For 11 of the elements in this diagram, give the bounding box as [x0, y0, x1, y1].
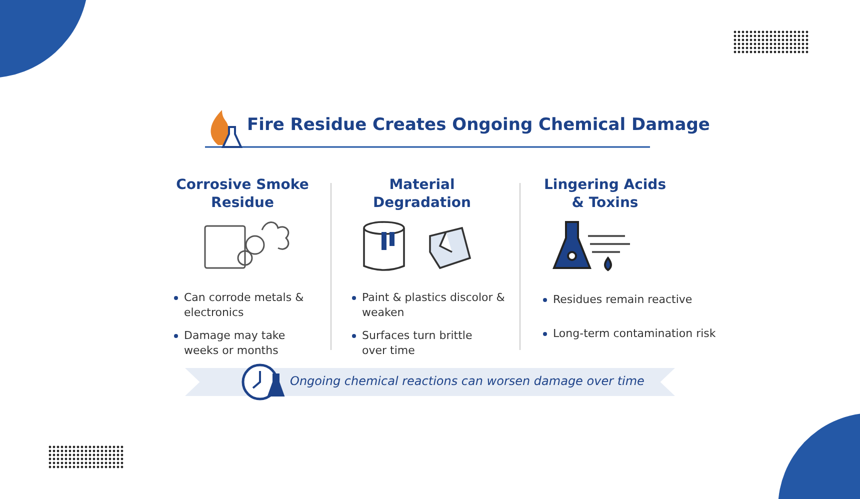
- bullet-text: Can corrode metals & electronics: [184, 291, 304, 319]
- bullet-text: Damage may take weeks or months: [184, 329, 286, 357]
- bullet-text: Residues remain reactive: [553, 293, 692, 306]
- banner-text: Ongoing chemical reactions can worsen damage over time: [290, 374, 644, 388]
- column-heading: Lingering Acids & Toxins: [542, 176, 668, 212]
- bullet-text: Surfaces turn brittle over time: [362, 329, 472, 357]
- column-heading: Material Degradation: [372, 176, 472, 212]
- column-heading: Corrosive Smoke Residue: [175, 176, 310, 212]
- bullet-text: Long-term contamination risk: [553, 327, 716, 340]
- bullet-text: Paint & plastics discolor & weaken: [362, 291, 505, 319]
- title: Fire Residue Creates Ongoing Chemical Damage: [247, 115, 710, 135]
